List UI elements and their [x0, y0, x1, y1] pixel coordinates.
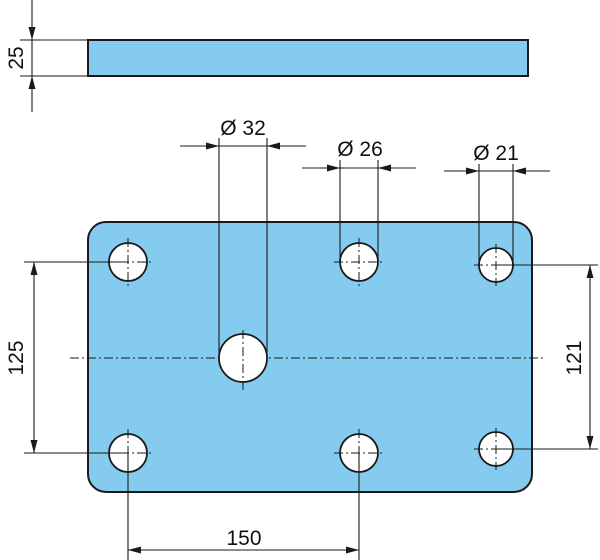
thickness-dimension: 25 — [5, 0, 88, 112]
plate-side-view — [87, 39, 529, 77]
arrow-down-icon — [28, 27, 36, 40]
horizontal-spacing-150-label: 150 — [226, 527, 261, 550]
diameter-32-label: Ø 32 — [220, 117, 266, 140]
vertical-spacing-125-dimension: 125 — [5, 261, 128, 454]
diameter-21-label: Ø 21 — [473, 142, 519, 165]
vertical-spacing-121-label: 121 — [563, 340, 586, 375]
vertical-spacing-125-label: 125 — [5, 340, 28, 375]
plate-top-view — [87, 221, 533, 493]
diameter-21-dimension: Ø 21 — [444, 142, 550, 265]
horizontal-spacing-150-dimension: 150 — [127, 453, 360, 560]
thickness-label: 25 — [5, 46, 28, 69]
diameter-26-dimension: Ø 26 — [302, 138, 416, 262]
diameter-26-label: Ø 26 — [337, 138, 383, 161]
arrow-up-icon — [28, 76, 36, 89]
diameter-32-dimension: Ø 32 — [180, 117, 306, 358]
vertical-spacing-121-dimension: 121 — [496, 264, 598, 450]
